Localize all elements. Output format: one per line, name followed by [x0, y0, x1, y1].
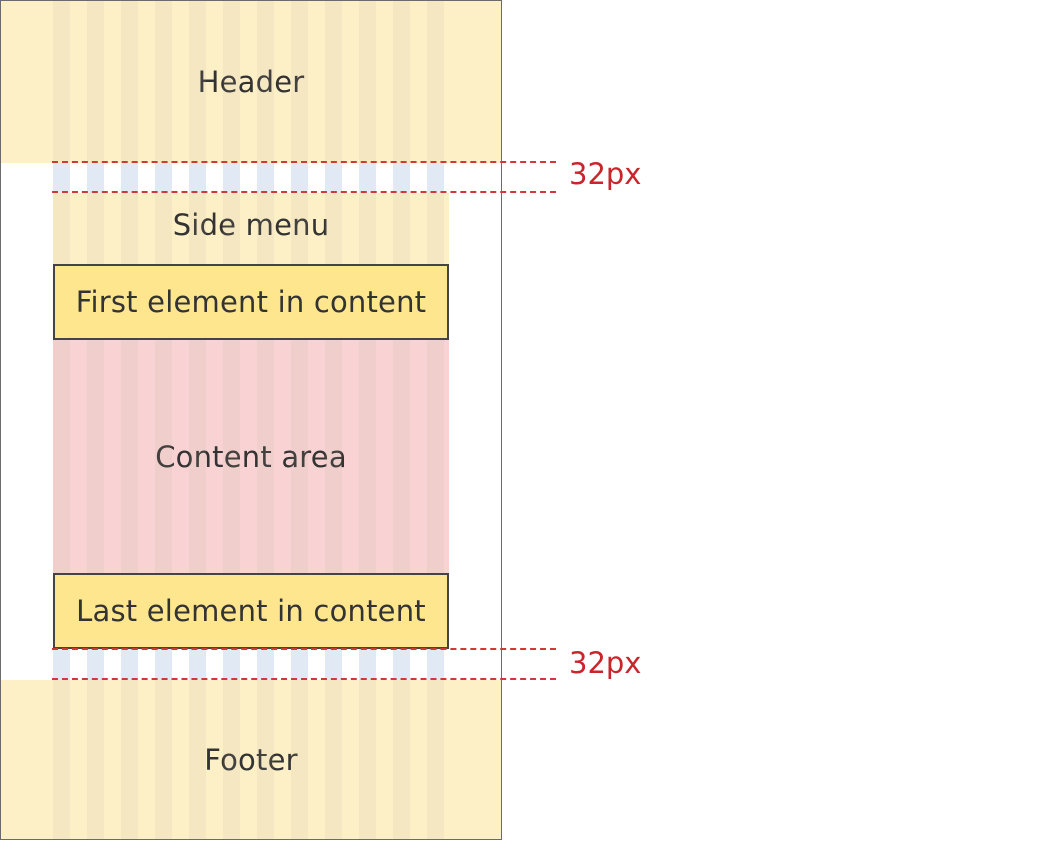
top-gap-lower-line: [52, 191, 556, 193]
top-gap-upper-line: [52, 161, 556, 163]
footer-region: Footer: [1, 680, 501, 839]
content-area-label: Content area: [155, 440, 347, 474]
side-menu-region: Side menu: [53, 193, 449, 265]
layout-frame: Header Side menu Content area Footer Fir…: [0, 0, 502, 840]
header-label: Header: [197, 65, 305, 99]
bottom-gap-label: 32px: [569, 646, 642, 680]
bottom-gap-region: [53, 648, 449, 680]
last-element-box: Last element in content: [53, 573, 449, 649]
bottom-gap-upper-line: [52, 648, 556, 650]
last-element-label: Last element in content: [76, 594, 426, 628]
side-menu-label: Side menu: [172, 208, 330, 242]
top-gap-region: [53, 163, 449, 193]
footer-label: Footer: [204, 742, 298, 777]
bottom-gap-lower-line: [52, 678, 556, 680]
content-area-region: Content area: [53, 339, 449, 575]
top-gap-label: 32px: [569, 157, 642, 191]
header-region: Header: [1, 1, 501, 163]
first-element-box: First element in content: [53, 264, 449, 340]
first-element-label: First element in content: [75, 285, 427, 319]
